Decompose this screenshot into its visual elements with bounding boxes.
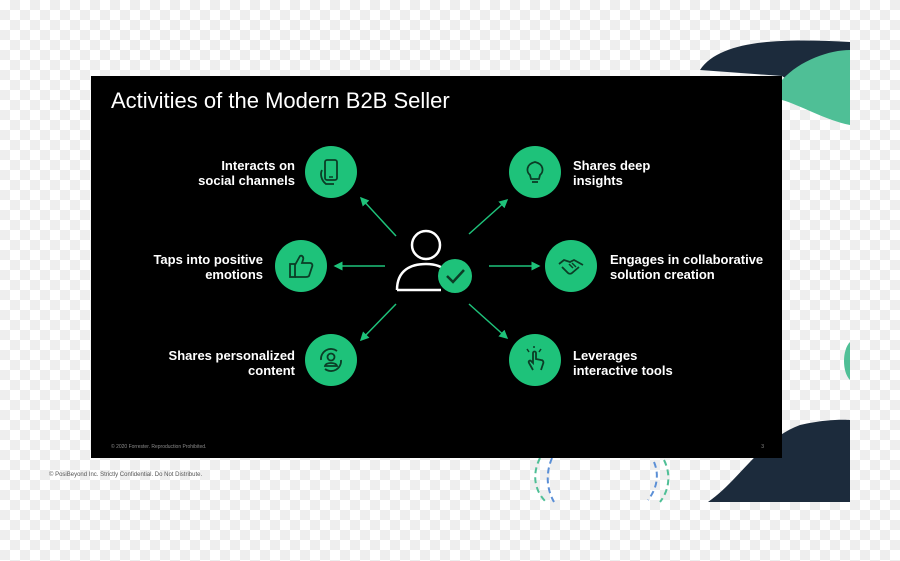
label-line-2: social channels [198,173,295,188]
activity-label-emotions: Taps into positive emotions [153,252,263,282]
activity-circle-insights [509,146,561,198]
teal-blob-top [782,50,850,125]
slide-copyright: © 2020 Forrester. Reproduction Prohibite… [111,444,207,450]
arrow-to-insights [468,198,509,235]
activity-circle-collaboration [545,240,597,292]
label-line-1: Shares deep [573,158,651,173]
person-refresh-icon [320,348,342,372]
label-line-1: Shares personalized [168,348,295,363]
smartphone-hand-icon [320,159,338,185]
connector-arrows [333,196,541,342]
slide-page-number: 3 [761,444,764,450]
dashed-arc-blue [546,457,555,503]
label-line-2: insights [573,173,623,188]
activity-circle-content [305,334,357,386]
arrow-to-tools [468,303,509,340]
activity-label-insights: Shares deep insights [573,158,650,188]
activity-label-tools: Leverages interactive tools [573,348,673,378]
label-line-2: emotions [205,267,263,282]
label-line-2: solution creation [610,267,715,282]
navy-blob-bottom [708,419,850,502]
arrow-to-social [359,196,397,237]
seller-check-icon [395,229,472,293]
dashed-arc-blue-right [647,461,658,501]
slide-title: Activities of the Modern B2B Seller [111,88,450,113]
thumbs-up-icon [289,254,314,278]
activity-circle-tools [509,334,561,386]
label-line-1: Leverages [573,348,638,363]
activity-label-collaboration: Engages in collaborative solution creati… [610,252,763,282]
activity-label-social: Interacts on social channels [198,158,295,188]
dashed-arc-green-right [659,459,670,503]
activity-label-content: Shares personalized content [169,348,295,378]
label-line-2: content [248,363,295,378]
page-confidential-footer: © PosiBeyond Inc. Strictly Confidential.… [49,472,203,478]
activity-circle-emotions [275,240,327,292]
arrow-to-content [359,303,397,342]
dashed-arc-green [534,457,547,503]
label-line-1: Engages in collaborative [610,252,764,267]
label-line-1: Taps into positive [153,252,263,267]
pointing-hand-icon [526,346,545,371]
slide: Activities of the Modern B2B Seller Inte… [91,76,782,458]
label-line-1: Interacts on [221,158,295,173]
handshake-icon [558,258,584,275]
label-line-2: interactive tools [573,363,673,378]
lightbulb-icon [526,161,544,183]
teal-blob-right [844,342,850,380]
activity-circle-social [305,146,357,198]
